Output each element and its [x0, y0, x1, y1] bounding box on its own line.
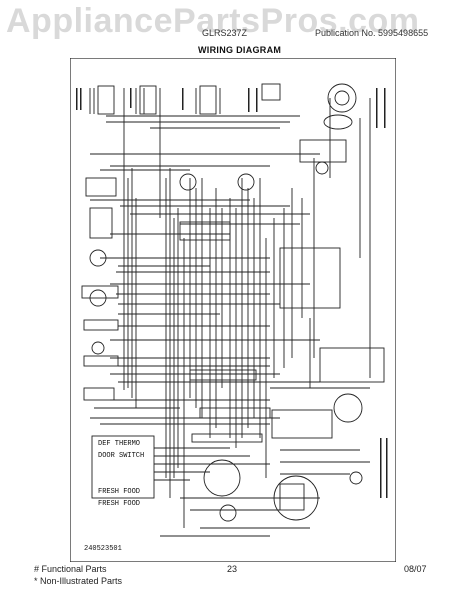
legend-door-switch: DOOR SWITCH	[98, 452, 145, 460]
legend-fresh-food: FRESH FOOD	[98, 488, 141, 496]
legend-fresh-food-2: FRESH FOOD	[98, 500, 141, 508]
legend-def-thermo: DEF THERMO	[98, 440, 141, 448]
page-number: 23	[227, 564, 238, 574]
site-watermark: AppliancePartsPros.com	[6, 2, 420, 40]
functional-parts-note: # Functional Parts	[34, 564, 107, 574]
model-number: GLRS237Z	[202, 28, 248, 38]
date-code: 08/07	[404, 564, 427, 574]
diagram-code: 240523501	[84, 545, 122, 553]
publication-number: Publication No. 5995498655	[315, 28, 429, 38]
non-illustrated-note: * Non-Illustrated Parts	[34, 576, 123, 586]
wiring-diagram	[70, 58, 396, 562]
page-title: WIRING DIAGRAM	[198, 45, 282, 55]
